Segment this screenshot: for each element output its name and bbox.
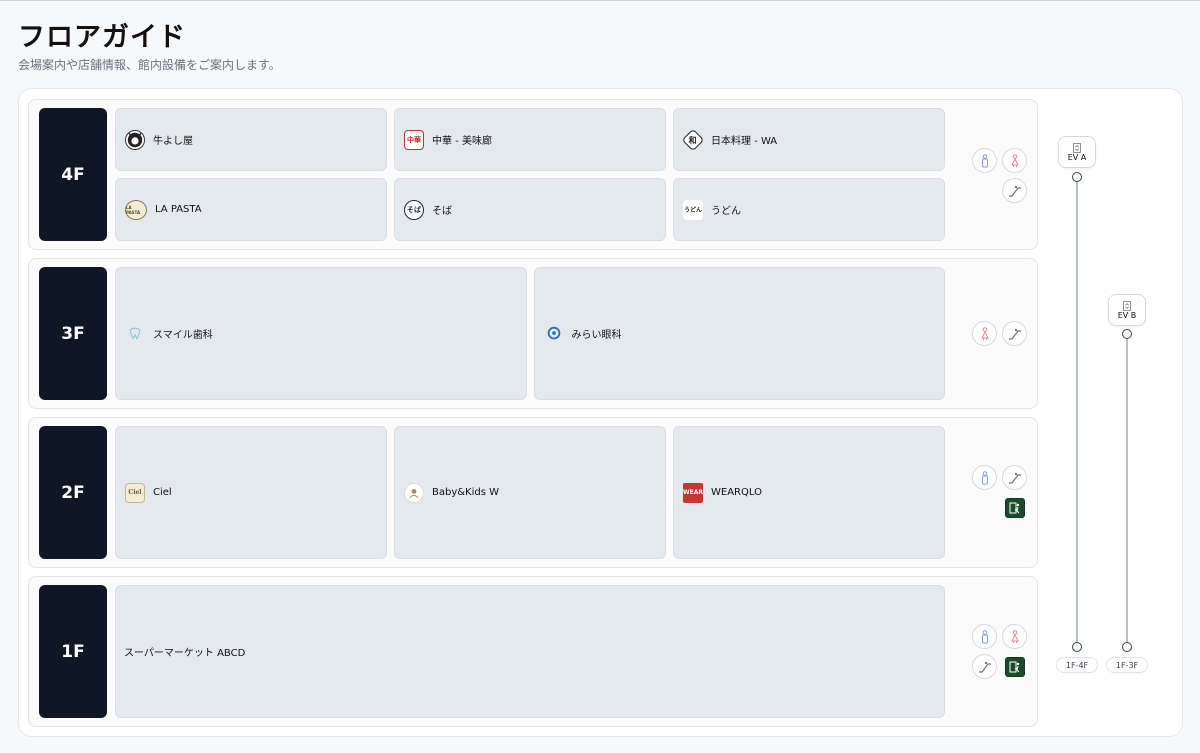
elevator-b-shaft — [1126, 334, 1128, 647]
soba-logo: そば — [404, 199, 424, 220]
shop-name: 日本料理 - WA — [711, 136, 778, 147]
wearqlo-logo: WEAR — [683, 482, 703, 503]
male-restroom-icon[interactable] — [972, 148, 997, 173]
floor-1f: 1F スーパーマーケット ABCD — [28, 576, 1038, 727]
shop-la-pasta[interactable]: LA PASTA LA PASTA — [115, 178, 387, 241]
floor-label-3f[interactable]: 3F — [39, 267, 107, 400]
shop-name: WEARQLO — [711, 487, 762, 498]
shop-name: Ciel — [153, 487, 172, 498]
shop-name: LA PASTA — [155, 204, 202, 215]
shop-name: そば — [432, 206, 452, 217]
shop-ciel[interactable]: Ciel Ciel — [115, 426, 387, 559]
elevator-name: EV A — [1067, 152, 1087, 162]
shop-name: スマイル歯科 — [153, 330, 213, 341]
floor-label-1f[interactable]: 1F — [39, 585, 107, 718]
chuka-logo: 中華 — [404, 129, 424, 150]
shop-name: スーパーマーケット ABCD — [124, 648, 246, 659]
babykids-logo — [404, 482, 424, 503]
elevator-a[interactable]: EV A — [1058, 136, 1096, 168]
floor-facilities-3f — [971, 259, 1031, 408]
floor-label-4f[interactable]: 4F — [39, 108, 107, 241]
shop-baby-kids-w[interactable]: Baby&Kids W — [394, 426, 666, 559]
shop-name: うどん — [711, 206, 741, 217]
male-restroom-icon[interactable] — [972, 624, 997, 649]
shop-udon[interactable]: うどん うどん — [673, 178, 945, 241]
floor-2f: 2F Ciel Ciel Baby&Kids W WEAR WEARQLO — [28, 417, 1038, 568]
shop-gyuyoshiya[interactable]: 牛よし屋 — [115, 108, 387, 171]
elevator-b[interactable]: EV B — [1108, 294, 1146, 326]
female-restroom-icon[interactable] — [1002, 624, 1027, 649]
page-title: フロアガイド — [18, 22, 186, 53]
escalator-icon[interactable] — [1002, 465, 1027, 490]
floor-facilities-2f — [971, 418, 1031, 567]
dental-logo — [125, 324, 145, 344]
elevator-b-top-stop — [1122, 329, 1132, 339]
floor-3f: 3F スマイル歯科 みらい眼科 — [28, 258, 1038, 409]
shop-name: Baby&Kids W — [432, 487, 500, 498]
emergency-exit-icon[interactable] — [1005, 657, 1025, 677]
shop-soba[interactable]: そば そば — [394, 178, 666, 241]
elevator-b-range: 1F-3F — [1106, 657, 1148, 673]
elevator-name: EV B — [1117, 310, 1137, 320]
shop-supermarket-abcd[interactable]: スーパーマーケット ABCD — [115, 585, 945, 718]
emergency-exit-icon[interactable] — [1005, 498, 1025, 518]
female-restroom-icon[interactable] — [1002, 148, 1027, 173]
shop-wearqlo[interactable]: WEAR WEARQLO — [673, 426, 945, 559]
elevator-a-range: 1F-4F — [1056, 657, 1098, 673]
floor-4f: 4F 牛よし屋 中華 中華 - 美味廊 和 日本料理 - WA LA PASTA… — [28, 99, 1038, 250]
page-subtitle: 会場案内や店舗情報、館内設備をご案内します。 — [18, 58, 281, 72]
wa-logo: 和 — [681, 128, 705, 151]
udon-logo: うどん — [683, 199, 703, 220]
floor-facilities-1f — [971, 577, 1031, 726]
elevator-b-bottom-stop — [1122, 642, 1132, 652]
ciel-logo: Ciel — [125, 482, 145, 503]
shop-name: 中華 - 美味廊 — [432, 136, 492, 147]
gyu-logo — [125, 129, 145, 150]
female-restroom-icon[interactable] — [972, 321, 997, 346]
shop-mirai-eye[interactable]: みらい眼科 — [533, 267, 945, 400]
shop-chuka-bimiro[interactable]: 中華 中華 - 美味廊 — [394, 108, 666, 171]
elevator-icon — [1073, 142, 1081, 153]
escalator-icon[interactable] — [972, 654, 997, 679]
shop-name: 牛よし屋 — [153, 136, 193, 147]
male-restroom-icon[interactable] — [972, 465, 997, 490]
elevator-a-bottom-stop — [1072, 642, 1082, 652]
escalator-icon[interactable] — [1002, 178, 1027, 203]
shop-name: みらい眼科 — [571, 330, 622, 341]
pasta-logo: LA PASTA — [125, 199, 147, 220]
floor-facilities-4f — [971, 100, 1031, 249]
shop-smile-dental[interactable]: スマイル歯科 — [115, 267, 527, 400]
elevator-a-top-stop — [1072, 172, 1082, 182]
elevator-a-shaft — [1076, 177, 1078, 647]
eye-clinic-logo — [544, 324, 564, 344]
escalator-icon[interactable] — [1002, 321, 1027, 346]
elevator-icon — [1123, 300, 1131, 311]
shop-nihon-ryori-wa[interactable]: 和 日本料理 - WA — [673, 108, 945, 171]
floor-label-2f[interactable]: 2F — [39, 426, 107, 559]
